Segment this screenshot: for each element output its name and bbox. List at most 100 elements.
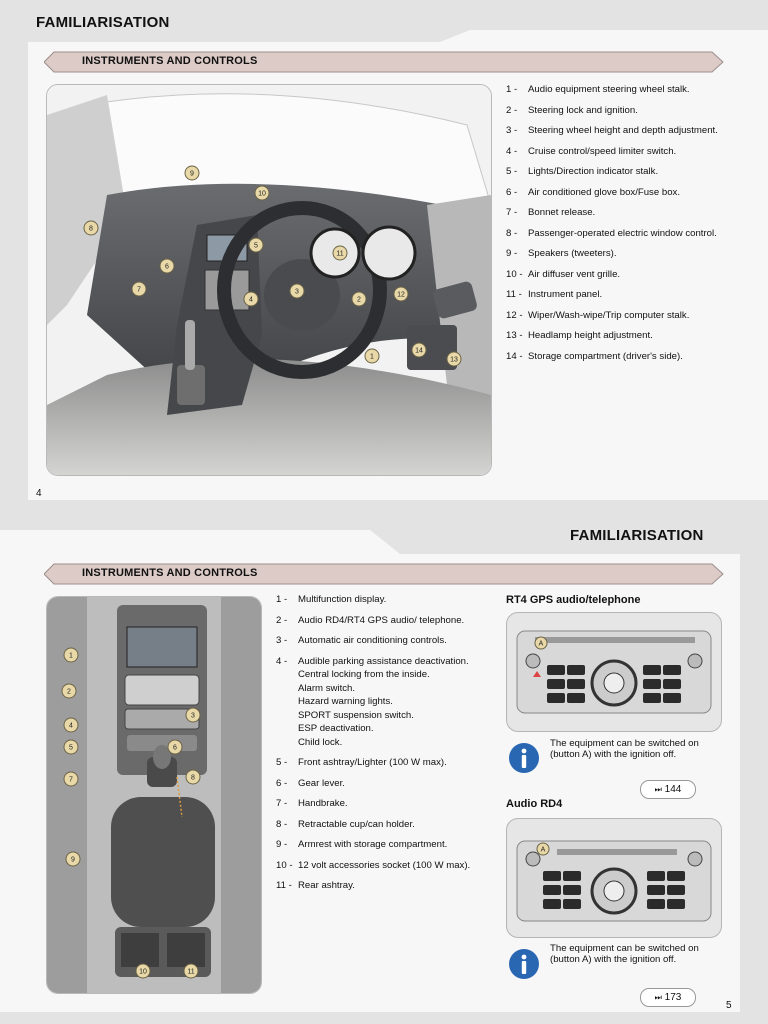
callout-label: 9 (71, 856, 75, 863)
legend-item-line: Lights/Direction indicator stalk. (528, 166, 659, 177)
callout-label: 3 (295, 288, 299, 295)
callout-label: 3 (191, 712, 195, 719)
callout-label: 11 (336, 250, 343, 257)
callout-label: 10 (258, 190, 266, 197)
legend-item-text: Lights/Direction indicator stalk. (528, 166, 726, 180)
legend-item: 8 -Passenger-operated electric window co… (506, 228, 726, 242)
section-banner: INSTRUMENTS AND CONTROLS (44, 563, 724, 585)
skip-forward-icon: ⏭ (654, 993, 662, 1002)
legend-list: 1 -Multifunction display.2 -Audio RD4/RT… (276, 594, 496, 901)
callout-marker (185, 769, 201, 785)
legend-item-number: 12 - (506, 309, 523, 321)
legend-item-text: Audible parking assistance deactivation.… (298, 656, 496, 751)
legend-item-text: Bonnet release. (528, 207, 726, 221)
callout-label: 2 (67, 688, 71, 695)
legend-item: 5 - Front ashtray/Lighter (100 W max). (276, 757, 496, 771)
legend-item-line: Air conditioned glove box/Fuse box. (528, 186, 680, 198)
legend-item-text: Retractable cup/can holder. (298, 819, 496, 833)
legend-item-line: Automatic air conditioning controls. (298, 635, 447, 646)
callout-a-label: A (539, 640, 544, 647)
legend-item-text: Handbrake. (298, 798, 496, 812)
legend-item-number: 14 - (506, 350, 523, 362)
legend-item-number: 10 - (276, 859, 293, 871)
callout-marker (131, 281, 147, 297)
section-title: FAMILIARISATION (570, 527, 704, 544)
callout-marker (63, 739, 79, 755)
rd4-info-text: The equipment can be switched on (button… (550, 943, 699, 965)
legend-item: 14 - Storage compartment (driver's side). (506, 351, 726, 365)
legend-item-text: Instrument panel. (528, 289, 726, 303)
legend-item: 2 -Audio RD4/RT4 GPS audio/ telephone. (276, 615, 496, 629)
page-5: FAMILIARISATION INSTRUMENTS AND CONTROLS (0, 512, 768, 1024)
callout-label: 13 (450, 356, 458, 363)
legend-item-text: Multifunction display. (298, 594, 496, 608)
legend-item: 11 -Rear ashtray. (276, 880, 496, 894)
legend-item-line: Speakers (tweeters). (528, 248, 617, 259)
legend-item-number: 5 - (276, 757, 288, 768)
callout-label: 7 (69, 776, 73, 783)
legend-item-number: 3 - (506, 125, 518, 136)
legend-item-text: Air conditioned glove box/Fuse box. (528, 187, 726, 201)
legend-item-number: 1 - (506, 84, 518, 95)
callout-a-marker (536, 842, 550, 856)
legend-item-line: Wiper/Wash-wipe/Trip computer stalk. (528, 309, 690, 321)
callout-marker (248, 237, 264, 253)
legend-item-line: 12 volt accessories socket (100 W max). (298, 859, 471, 871)
legend-item-line: Audio equipment steering wheel stalk. (528, 84, 690, 95)
callout-marker (61, 683, 77, 699)
legend-item-line: Cruise control/speed limiter switch. (528, 145, 677, 157)
section-title: FAMILIARISATION (36, 14, 170, 31)
legend-item-number: 2 - (506, 104, 518, 116)
legend-item-line: Hazard warning lights. (298, 696, 393, 707)
legend-item-line: Rear ashtray. (298, 880, 355, 891)
legend-item: 3 -Steering wheel height and depth adjus… (506, 125, 726, 139)
legend-item-line: Bonnet release. (528, 207, 596, 218)
legend-item-line: Air diffuser vent grille. (528, 268, 621, 280)
legend-item: 3 - Automatic air conditioning controls. (276, 635, 496, 649)
rd4-heading: Audio RD4 (506, 798, 563, 810)
callout-marker (332, 245, 348, 261)
legend-item-text: Armrest with storage compartment. (298, 839, 496, 853)
callout-label: 12 (397, 291, 405, 298)
legend-item-text: 12 volt accessories socket (100 W max). (298, 860, 496, 874)
legend-item-text: Speakers (tweeters). (528, 248, 726, 262)
rd4-radio-illustration: A (516, 840, 712, 922)
legend-item-number: 8 - (506, 227, 518, 239)
callout-label: 9 (190, 170, 194, 177)
callout-label: 6 (173, 744, 177, 751)
legend-item-text: Wiper/Wash-wipe/Trip computer stalk. (528, 310, 726, 324)
legend-item-line: Storage compartment (driver's side). (528, 350, 683, 362)
callout-marker (243, 291, 259, 307)
legend-item-number: 3 - (276, 635, 288, 646)
callout-label: 5 (69, 744, 73, 751)
legend-item-number: 7 - (276, 798, 288, 809)
legend-item-line: SPORT suspension switch. (298, 709, 414, 721)
callout-marker (167, 739, 183, 755)
callout-marker (364, 348, 380, 364)
callout-marker (65, 851, 81, 867)
callout-label: 11 (187, 968, 194, 975)
legend-item-number: 10 - (506, 268, 523, 280)
callout-label: 6 (165, 263, 169, 270)
rd4-radio-photo: A (506, 818, 722, 938)
legend-item-text: Rear ashtray. (298, 880, 496, 894)
skip-forward-icon: ⏭ (654, 785, 662, 794)
callout-label: 2 (357, 296, 361, 303)
legend-item-text: Front ashtray/Lighter (100 W max). (298, 757, 496, 771)
legend-item-line: Alarm switch. (298, 682, 356, 694)
rt4-info-text: The equipment can be switched on (button… (550, 738, 699, 760)
callout-label: 1 (370, 353, 374, 360)
callout-label: 1 (69, 652, 73, 659)
legend-item-text: Headlamp height adjustment. (528, 330, 726, 344)
page-ref-144[interactable]: ⏭ 144 (640, 780, 696, 799)
legend-item: 2 -Steering lock and ignition. (506, 105, 726, 119)
callout-marker (183, 963, 199, 979)
legend-item: 9 -Speakers (tweeters). (506, 248, 726, 262)
legend-item: 4 -Audible parking assistance deactivati… (276, 656, 496, 751)
callout-marker (63, 647, 79, 663)
legend-item-line: Armrest with storage compartment. (298, 839, 448, 850)
page-ref-173[interactable]: ⏭ 173 (640, 988, 696, 1007)
legend-item: 11 -Instrument panel. (506, 289, 726, 303)
